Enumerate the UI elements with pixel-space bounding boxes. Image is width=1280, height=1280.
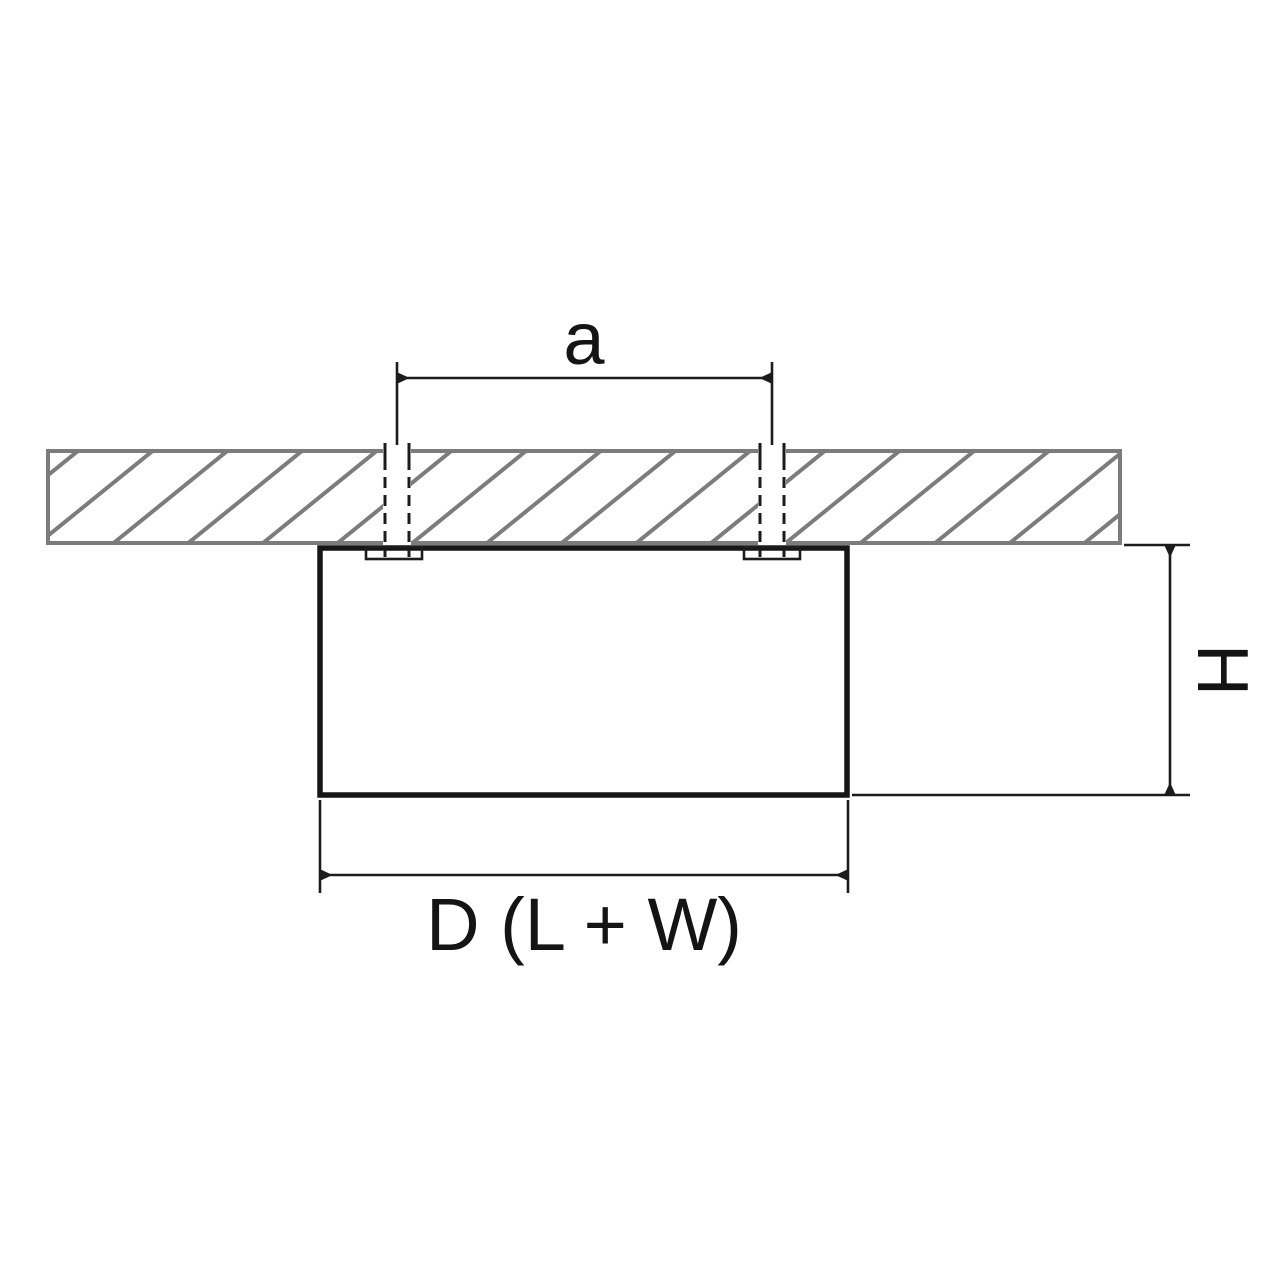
fixture-body [317,545,850,798]
dim-a-label: a [563,297,605,380]
mount-hole-left-cutout [383,447,411,547]
mount-hole-right-cutout [758,447,786,547]
mounting-tab-left [364,545,424,561]
mount-hole-right [758,443,786,557]
mount-hole-left [383,443,411,557]
dimension-h: H [852,543,1262,797]
dimension-a: a [395,297,774,445]
dim-d-label: D (L + W) [426,883,742,966]
mounting-tab-right [742,545,802,561]
dim-h-label: H [1182,644,1262,696]
ceiling-slab [46,447,1122,547]
ceiling-hatch-band [46,449,1122,545]
dimension-d: D (L + W) [318,800,850,966]
